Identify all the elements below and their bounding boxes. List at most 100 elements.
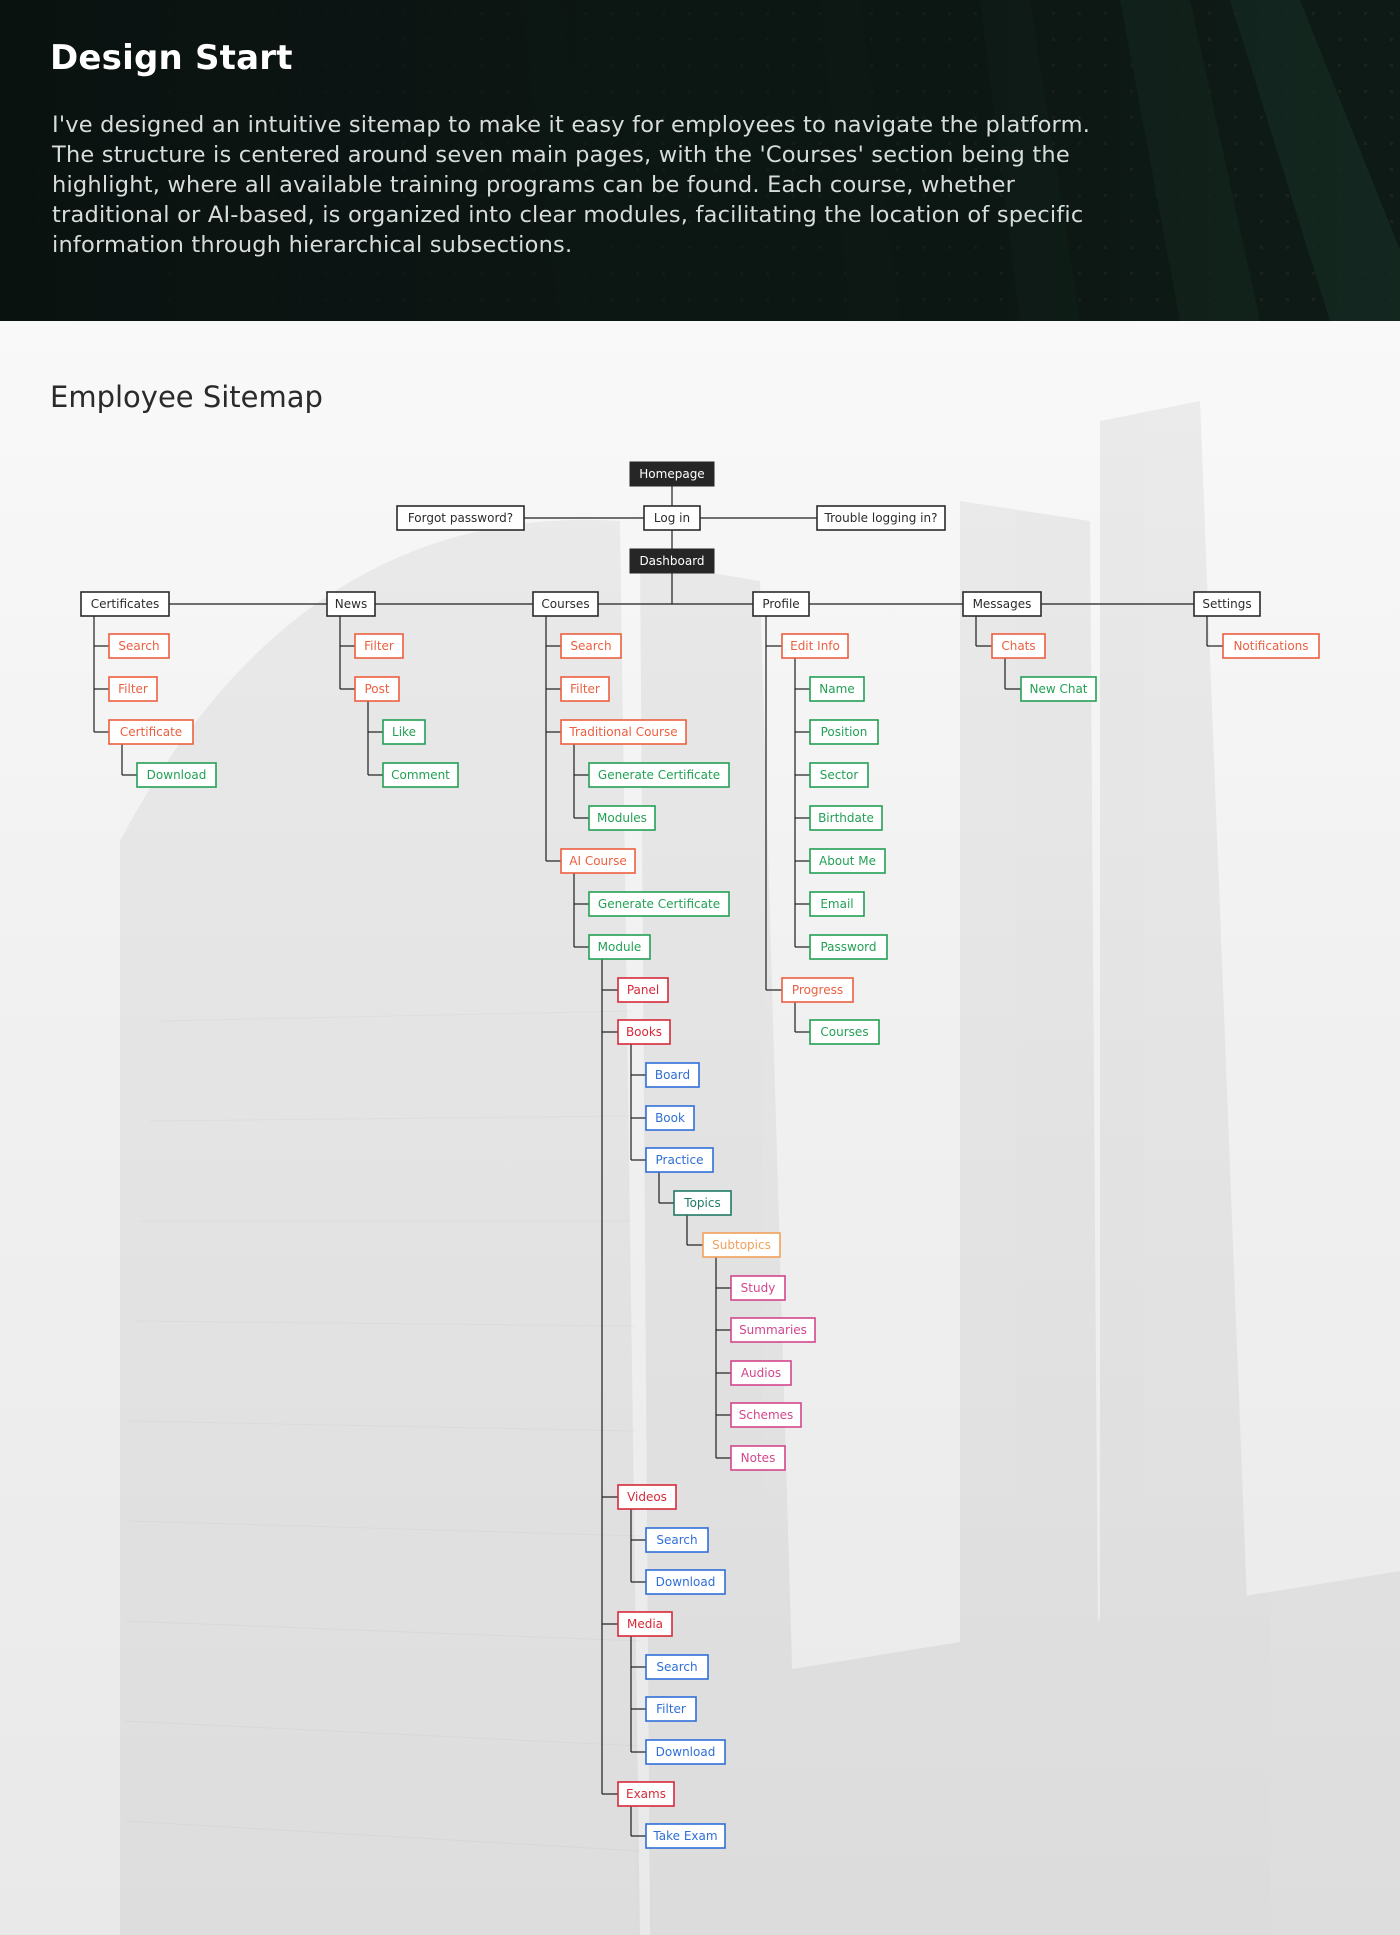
node-box-progress-courses [809,1019,880,1045]
node-settings[interactable]: Settings [1193,591,1261,617]
node-progress[interactable]: Progress [781,977,854,1003]
node-book[interactable]: Book [645,1105,695,1131]
node-schemes[interactable]: Schemes [730,1402,802,1428]
node-box-notifications [1222,633,1320,659]
node-progress-courses[interactable]: Courses [809,1019,880,1045]
node-label-ai-course: AI Course [569,854,626,868]
node-profile[interactable]: Profile [752,591,810,617]
node-box-media-download [645,1739,726,1765]
node-email[interactable]: Email [809,891,865,917]
node-media[interactable]: Media [617,1611,673,1637]
node-box-subtopics [702,1232,781,1258]
node-homepage[interactable]: Homepage [629,461,715,487]
node-label-cert-certificate: Certificate [120,725,182,739]
node-box-trad-gen-cert [588,762,730,788]
node-media-filter[interactable]: Filter [645,1696,697,1722]
node-videos-download[interactable]: Download [645,1569,726,1595]
node-password[interactable]: Password [809,934,888,960]
node-cert-filter[interactable]: Filter [108,676,158,702]
node-box-cert-filter [108,676,158,702]
node-media-search[interactable]: Search [645,1654,709,1680]
node-news[interactable]: News [326,591,376,617]
node-label-new-chat: New Chat [1029,682,1087,696]
node-new-chat[interactable]: New Chat [1020,676,1097,702]
node-news-comment[interactable]: Comment [382,762,459,788]
node-notes[interactable]: Notes [730,1445,786,1471]
node-label-exams: Exams [626,1787,666,1801]
node-box-videos-search [645,1527,709,1553]
node-label-panel: Panel [627,983,659,997]
node-about-me[interactable]: About Me [809,848,886,874]
node-topics[interactable]: Topics [673,1190,732,1216]
node-summaries[interactable]: Summaries [730,1317,816,1343]
node-label-take-exam: Take Exam [652,1829,717,1843]
node-box-birthdate [809,805,883,831]
node-box-panel [617,977,669,1003]
node-subtopics[interactable]: Subtopics [702,1232,781,1258]
node-box-trad-course [560,719,687,745]
node-label-ai-module: Module [598,940,642,954]
node-cert-search[interactable]: Search [108,633,170,659]
node-label-chats: Chats [1001,639,1035,653]
node-study[interactable]: Study [730,1275,786,1301]
node-ai-module[interactable]: Module [588,934,651,960]
node-trouble[interactable]: Trouble logging in? [816,505,946,531]
node-login[interactable]: Log in [643,505,701,531]
node-label-notifications: Notifications [1233,639,1308,653]
node-chats[interactable]: Chats [991,633,1046,659]
node-trad-course[interactable]: Traditional Course [560,719,687,745]
node-box-homepage [629,461,715,487]
node-messages[interactable]: Messages [962,591,1042,617]
node-sector[interactable]: Sector [809,762,869,788]
node-audios[interactable]: Audios [730,1360,792,1386]
node-trad-modules[interactable]: Modules [588,805,656,831]
node-label-about-me: About Me [819,854,876,868]
node-notifications[interactable]: Notifications [1222,633,1320,659]
node-box-chats [991,633,1046,659]
node-label-schemes: Schemes [739,1408,794,1422]
node-name[interactable]: Name [809,676,865,702]
node-practice[interactable]: Practice [645,1147,714,1173]
node-courses[interactable]: Courses [532,591,599,617]
node-box-edit-info [781,633,849,659]
hero-banner: Design Start I've designed an intuitive … [0,0,1400,321]
node-label-media-search: Search [656,1660,697,1674]
node-ai-course[interactable]: AI Course [560,848,636,874]
node-news-like[interactable]: Like [382,719,426,745]
node-box-dashboard [629,548,715,574]
node-news-filter[interactable]: Filter [354,633,404,659]
node-edit-info[interactable]: Edit Info [781,633,849,659]
node-label-trad-modules: Modules [597,811,647,825]
node-box-media-filter [645,1696,697,1722]
node-cert-download[interactable]: Download [136,762,217,788]
node-dashboard[interactable]: Dashboard [629,548,715,574]
node-label-name: Name [819,682,854,696]
node-position[interactable]: Position [809,719,879,745]
node-panel[interactable]: Panel [617,977,669,1003]
node-trad-gen-cert[interactable]: Generate Certificate [588,762,730,788]
node-courses-filter[interactable]: Filter [560,676,610,702]
node-take-exam[interactable]: Take Exam [645,1823,726,1849]
node-board[interactable]: Board [645,1062,700,1088]
node-label-audios: Audios [741,1366,781,1380]
node-videos[interactable]: Videos [617,1484,677,1510]
node-courses-search[interactable]: Search [560,633,622,659]
node-videos-search[interactable]: Search [645,1527,709,1553]
sitemap-section: Employee Sitemap [0,321,1400,1935]
node-certificates[interactable]: Certificates [80,591,170,617]
node-ai-gen-cert[interactable]: Generate Certificate [588,891,730,917]
node-cert-certificate[interactable]: Certificate [108,719,194,745]
node-media-download[interactable]: Download [645,1739,726,1765]
node-exams[interactable]: Exams [617,1781,675,1807]
node-books[interactable]: Books [617,1019,671,1045]
node-box-cert-certificate [108,719,194,745]
node-birthdate[interactable]: Birthdate [809,805,883,831]
node-label-trouble: Trouble logging in? [824,511,938,525]
node-forgot[interactable]: Forgot password? [396,505,525,531]
node-label-media: Media [627,1617,663,1631]
node-box-study [730,1275,786,1301]
node-news-post[interactable]: Post [354,676,400,702]
node-label-forgot: Forgot password? [408,511,513,525]
node-label-media-filter: Filter [656,1702,686,1716]
